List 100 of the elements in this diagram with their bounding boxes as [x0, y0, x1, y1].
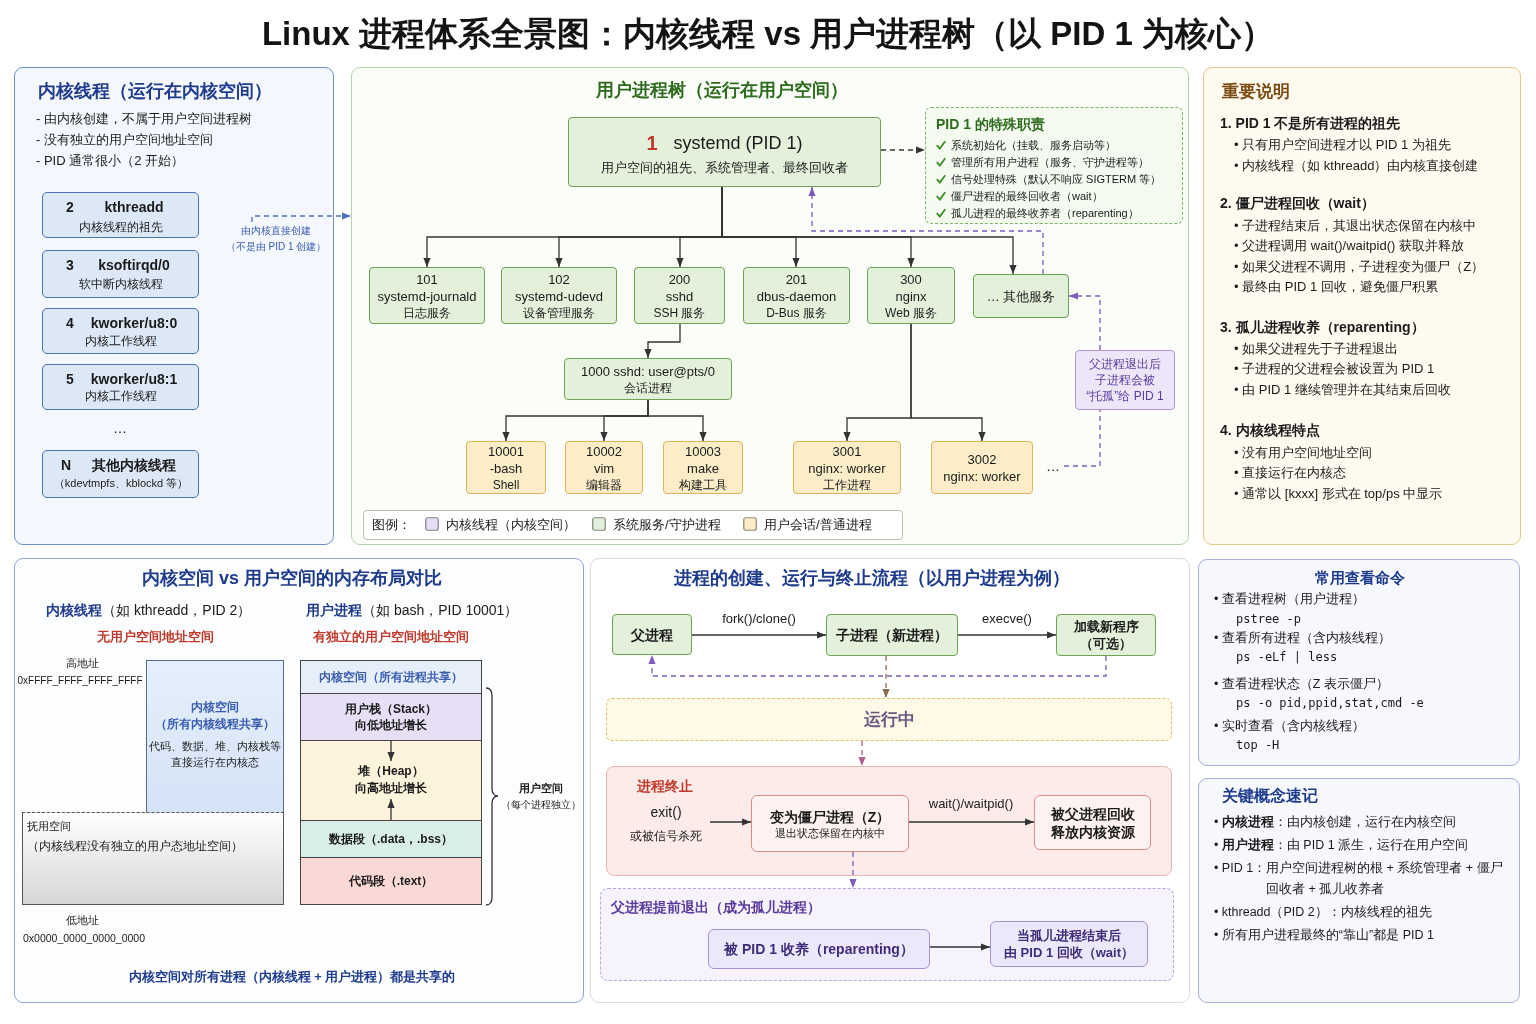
address-label: 低地址	[65, 913, 99, 927]
list-item: • 子进程的父进程会被设置为 PID 1	[1234, 359, 1435, 377]
process-box	[612, 614, 692, 655]
section-heading: 3. 孤儿进程收养（reparenting）	[1220, 318, 1425, 336]
process-name: nginx	[895, 287, 927, 305]
thread-box	[42, 308, 199, 354]
call-text: exit()	[650, 803, 682, 821]
process-box	[564, 358, 732, 400]
box-text: 被父进程回收	[1050, 804, 1135, 823]
region-title: （所有内核线程共享）	[155, 716, 275, 732]
list-item: • kthreadd（PID 2）：内核线程的祖先	[1214, 903, 1432, 921]
panel-title: 内核线程（运行在内核空间）	[38, 79, 272, 103]
process-box	[663, 441, 743, 494]
dashed-arrow	[1068, 292, 1101, 351]
legend-label: 用户会话/普通进程	[764, 515, 872, 533]
box-text: 释放内核资源	[1050, 822, 1135, 841]
arrow	[647, 399, 707, 442]
arrow	[709, 818, 752, 826]
arrow	[910, 323, 986, 442]
memory-region	[22, 812, 284, 905]
list-item: • 内核线程（如 kthreadd）由内核直接创建	[1234, 156, 1479, 174]
region-description: 直接运行在内核态	[171, 755, 259, 769]
list-item: • 子进程结束后，其退出状态保留在内核中	[1234, 216, 1477, 234]
annotation-text: 由内核直接创建	[241, 223, 311, 237]
list-item: • 没有用户空间地址空间	[1234, 443, 1373, 461]
memory-segment	[300, 660, 482, 693]
dashed-arrow	[251, 212, 352, 223]
thread-name: kthreadd	[104, 198, 164, 216]
segment-label: 内核空间（所有进程共享）	[319, 669, 463, 685]
legend-label: 系统服务/守护进程	[613, 515, 721, 533]
list-item: • 如果父进程先于子进程退出	[1234, 339, 1399, 357]
dashed-arrow	[808, 186, 1044, 275]
process-description: 构建工具	[679, 476, 727, 493]
region-label: （每个进程独立）	[501, 797, 581, 811]
panel	[1198, 559, 1520, 766]
panel-title: 重要说明	[1222, 81, 1290, 103]
box-text: 由 PID 1 回收（wait）	[1004, 944, 1134, 961]
process-box	[793, 441, 901, 494]
pid-number: 3	[66, 256, 74, 274]
dashed-arrow	[882, 655, 890, 699]
arrow	[957, 631, 1057, 639]
process-name: systemd-journald	[377, 287, 477, 305]
list-item: • 由 PID 1 继续管理并在其结束后回收	[1234, 380, 1451, 398]
dashed-band	[600, 888, 1174, 981]
thread-box	[42, 364, 199, 410]
dashed-arrow	[849, 851, 857, 889]
annotation-text: （不是由 PID 1 创建）	[225, 239, 327, 253]
state-description: 退出状态保留在内核中	[775, 825, 885, 840]
segment-label: 数据段（.data，.bss）	[329, 831, 453, 847]
pid-number: 3001	[832, 442, 862, 460]
box-text: 父进程	[631, 625, 673, 644]
process-box	[990, 921, 1148, 967]
list-item: • 只有用户空间进程才以 PID 1 为祖先	[1234, 135, 1451, 153]
segment-label: 代码段（.text）	[348, 873, 434, 889]
memory-segment	[300, 740, 482, 820]
arrow	[691, 631, 827, 639]
dashed-connector-line	[1063, 409, 1101, 467]
pid-number: 2	[66, 198, 74, 216]
process-description: 会话进程	[624, 379, 672, 396]
legend-title: 图例：	[372, 515, 411, 533]
process-box	[568, 117, 881, 187]
list-item: 管理所有用户进程（服务、守护进程等）	[951, 155, 1149, 169]
segment-label: 向低地址增长	[355, 717, 427, 733]
legend-label: 内核线程（内核空间）	[446, 515, 576, 533]
note-text: 或被信号杀死	[630, 828, 702, 844]
process-name: … 其他服务	[986, 287, 1056, 305]
panel-title: 常用查看命令	[1315, 567, 1405, 587]
thread-box	[42, 450, 199, 498]
box-text: 当孤儿进程结束后	[1017, 927, 1121, 944]
memory-segment	[300, 820, 482, 857]
pid-number: 102	[548, 270, 570, 288]
list-item: • 实时查看（含内核线程）	[1214, 717, 1365, 735]
section-heading: 4. 内核线程特点	[1220, 421, 1320, 439]
list-item: - 由内核创建，不属于用户空间进程树	[36, 109, 252, 127]
list-item: • 所有用户进程最终的“靠山”都是 PID 1	[1214, 926, 1434, 944]
process-box	[1056, 614, 1156, 656]
list-item: • 内核进程：由内核创建，运行在内核空间	[1214, 813, 1456, 831]
process-box	[743, 267, 850, 324]
process-description: 设备管理服务	[523, 304, 595, 321]
summary-text: 内核空间对所有进程（内核线程 + 用户进程）都是共享的	[128, 967, 456, 985]
pid-number: N	[60, 456, 72, 474]
panel	[351, 67, 1189, 545]
pid-number: 1	[646, 131, 658, 155]
process-box	[708, 929, 930, 969]
status-text: 运行中	[863, 708, 915, 731]
thread-description: （kdevtmpfs、kblockd 等）	[53, 476, 189, 490]
list-item: 僵尸进程的最终回收者（wait）	[951, 189, 1103, 203]
process-box	[826, 614, 958, 656]
dashed-note-box	[925, 107, 1183, 224]
panel-title: 关键概念速记	[1222, 786, 1318, 806]
note-text: 子进程会被	[1095, 372, 1155, 388]
list-item: - 没有独立的用户空间地址空间	[36, 130, 213, 148]
process-box	[973, 274, 1069, 318]
process-name: sshd	[665, 287, 694, 305]
process-name: nginx: worker	[943, 467, 1021, 485]
region-title: 内核空间	[191, 699, 239, 715]
process-name: dbus-daemon	[756, 287, 837, 305]
pid-number: 4	[66, 314, 74, 332]
panel	[1198, 778, 1520, 1003]
note-text: “托孤”给 PID 1	[1086, 388, 1164, 404]
